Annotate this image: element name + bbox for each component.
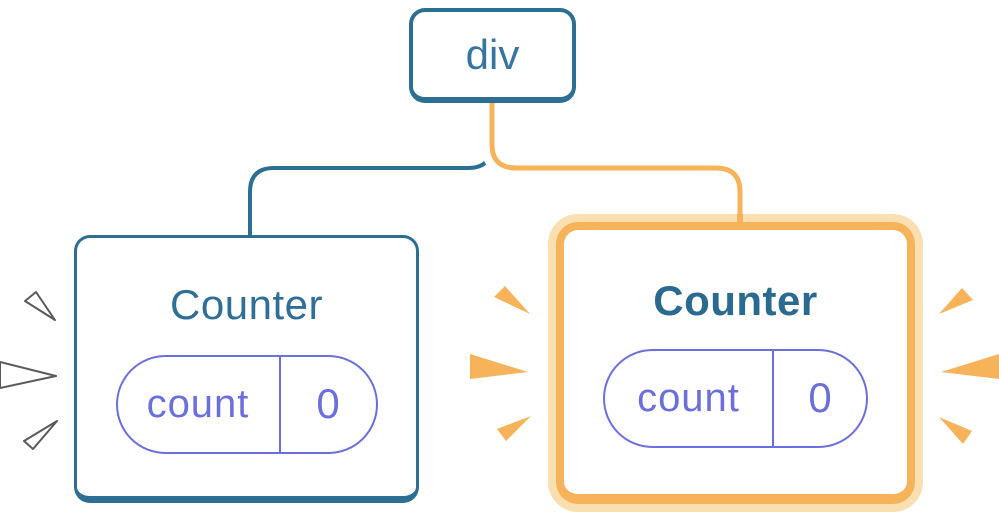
emphasis-sparks-orange-right xyxy=(939,288,999,444)
pill-divider xyxy=(278,356,281,452)
spark-icon xyxy=(0,361,57,389)
tree-root-node-div: div xyxy=(409,8,576,103)
root-node-label: div xyxy=(465,30,520,78)
spark-icon xyxy=(939,417,972,444)
connector-right-orange xyxy=(489,100,743,232)
spark-icon xyxy=(497,416,531,441)
state-value: 0 xyxy=(316,380,340,427)
spark-icon xyxy=(941,354,999,379)
spark-icon xyxy=(939,288,973,314)
spark-icon xyxy=(23,420,58,450)
spark-icon xyxy=(494,286,530,314)
counter-title: Counter xyxy=(170,280,323,328)
pill-divider xyxy=(772,350,774,446)
spark-icon xyxy=(24,291,56,321)
counter-node-right: Counter count 0 xyxy=(556,222,915,504)
state-name: count xyxy=(637,375,740,420)
state-name: count xyxy=(146,381,250,426)
counter-title: Counter xyxy=(653,276,818,324)
state-value: 0 xyxy=(808,374,832,421)
spark-icon xyxy=(470,354,528,379)
state-pill: count 0 xyxy=(603,348,868,448)
state-pill: count 0 xyxy=(115,354,378,454)
connector-halo-crossing xyxy=(737,214,743,229)
emphasis-sparks-white xyxy=(0,291,58,450)
emphasis-sparks-orange-left xyxy=(470,286,531,441)
connector-left-blue xyxy=(248,100,494,238)
counter-node-right-highlight-halo: Counter count 0 xyxy=(548,214,923,512)
counter-node-left: Counter count 0 xyxy=(74,235,419,503)
